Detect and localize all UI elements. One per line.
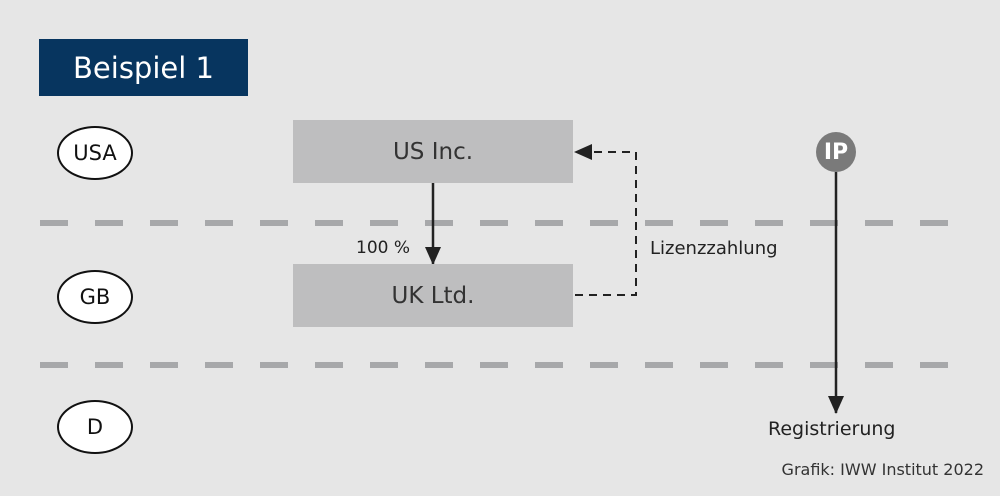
ip-icon: IP bbox=[816, 132, 856, 172]
registration-label: Registrierung bbox=[768, 418, 896, 440]
credit: Grafik: IWW Institut 2022 bbox=[781, 460, 984, 479]
payment-label: Lizenzzahlung bbox=[650, 238, 778, 259]
entity-uk-ltd: UK Ltd. bbox=[293, 264, 573, 327]
example-title: Beispiel 1 bbox=[39, 39, 248, 96]
ownership-label: 100 % bbox=[356, 238, 411, 258]
country-usa: USA bbox=[57, 126, 133, 180]
entity-us-inc: US Inc. bbox=[293, 120, 573, 183]
license-payment-arrow bbox=[574, 144, 637, 296]
country-d: D bbox=[57, 400, 133, 454]
country-gb: GB bbox=[57, 270, 133, 324]
